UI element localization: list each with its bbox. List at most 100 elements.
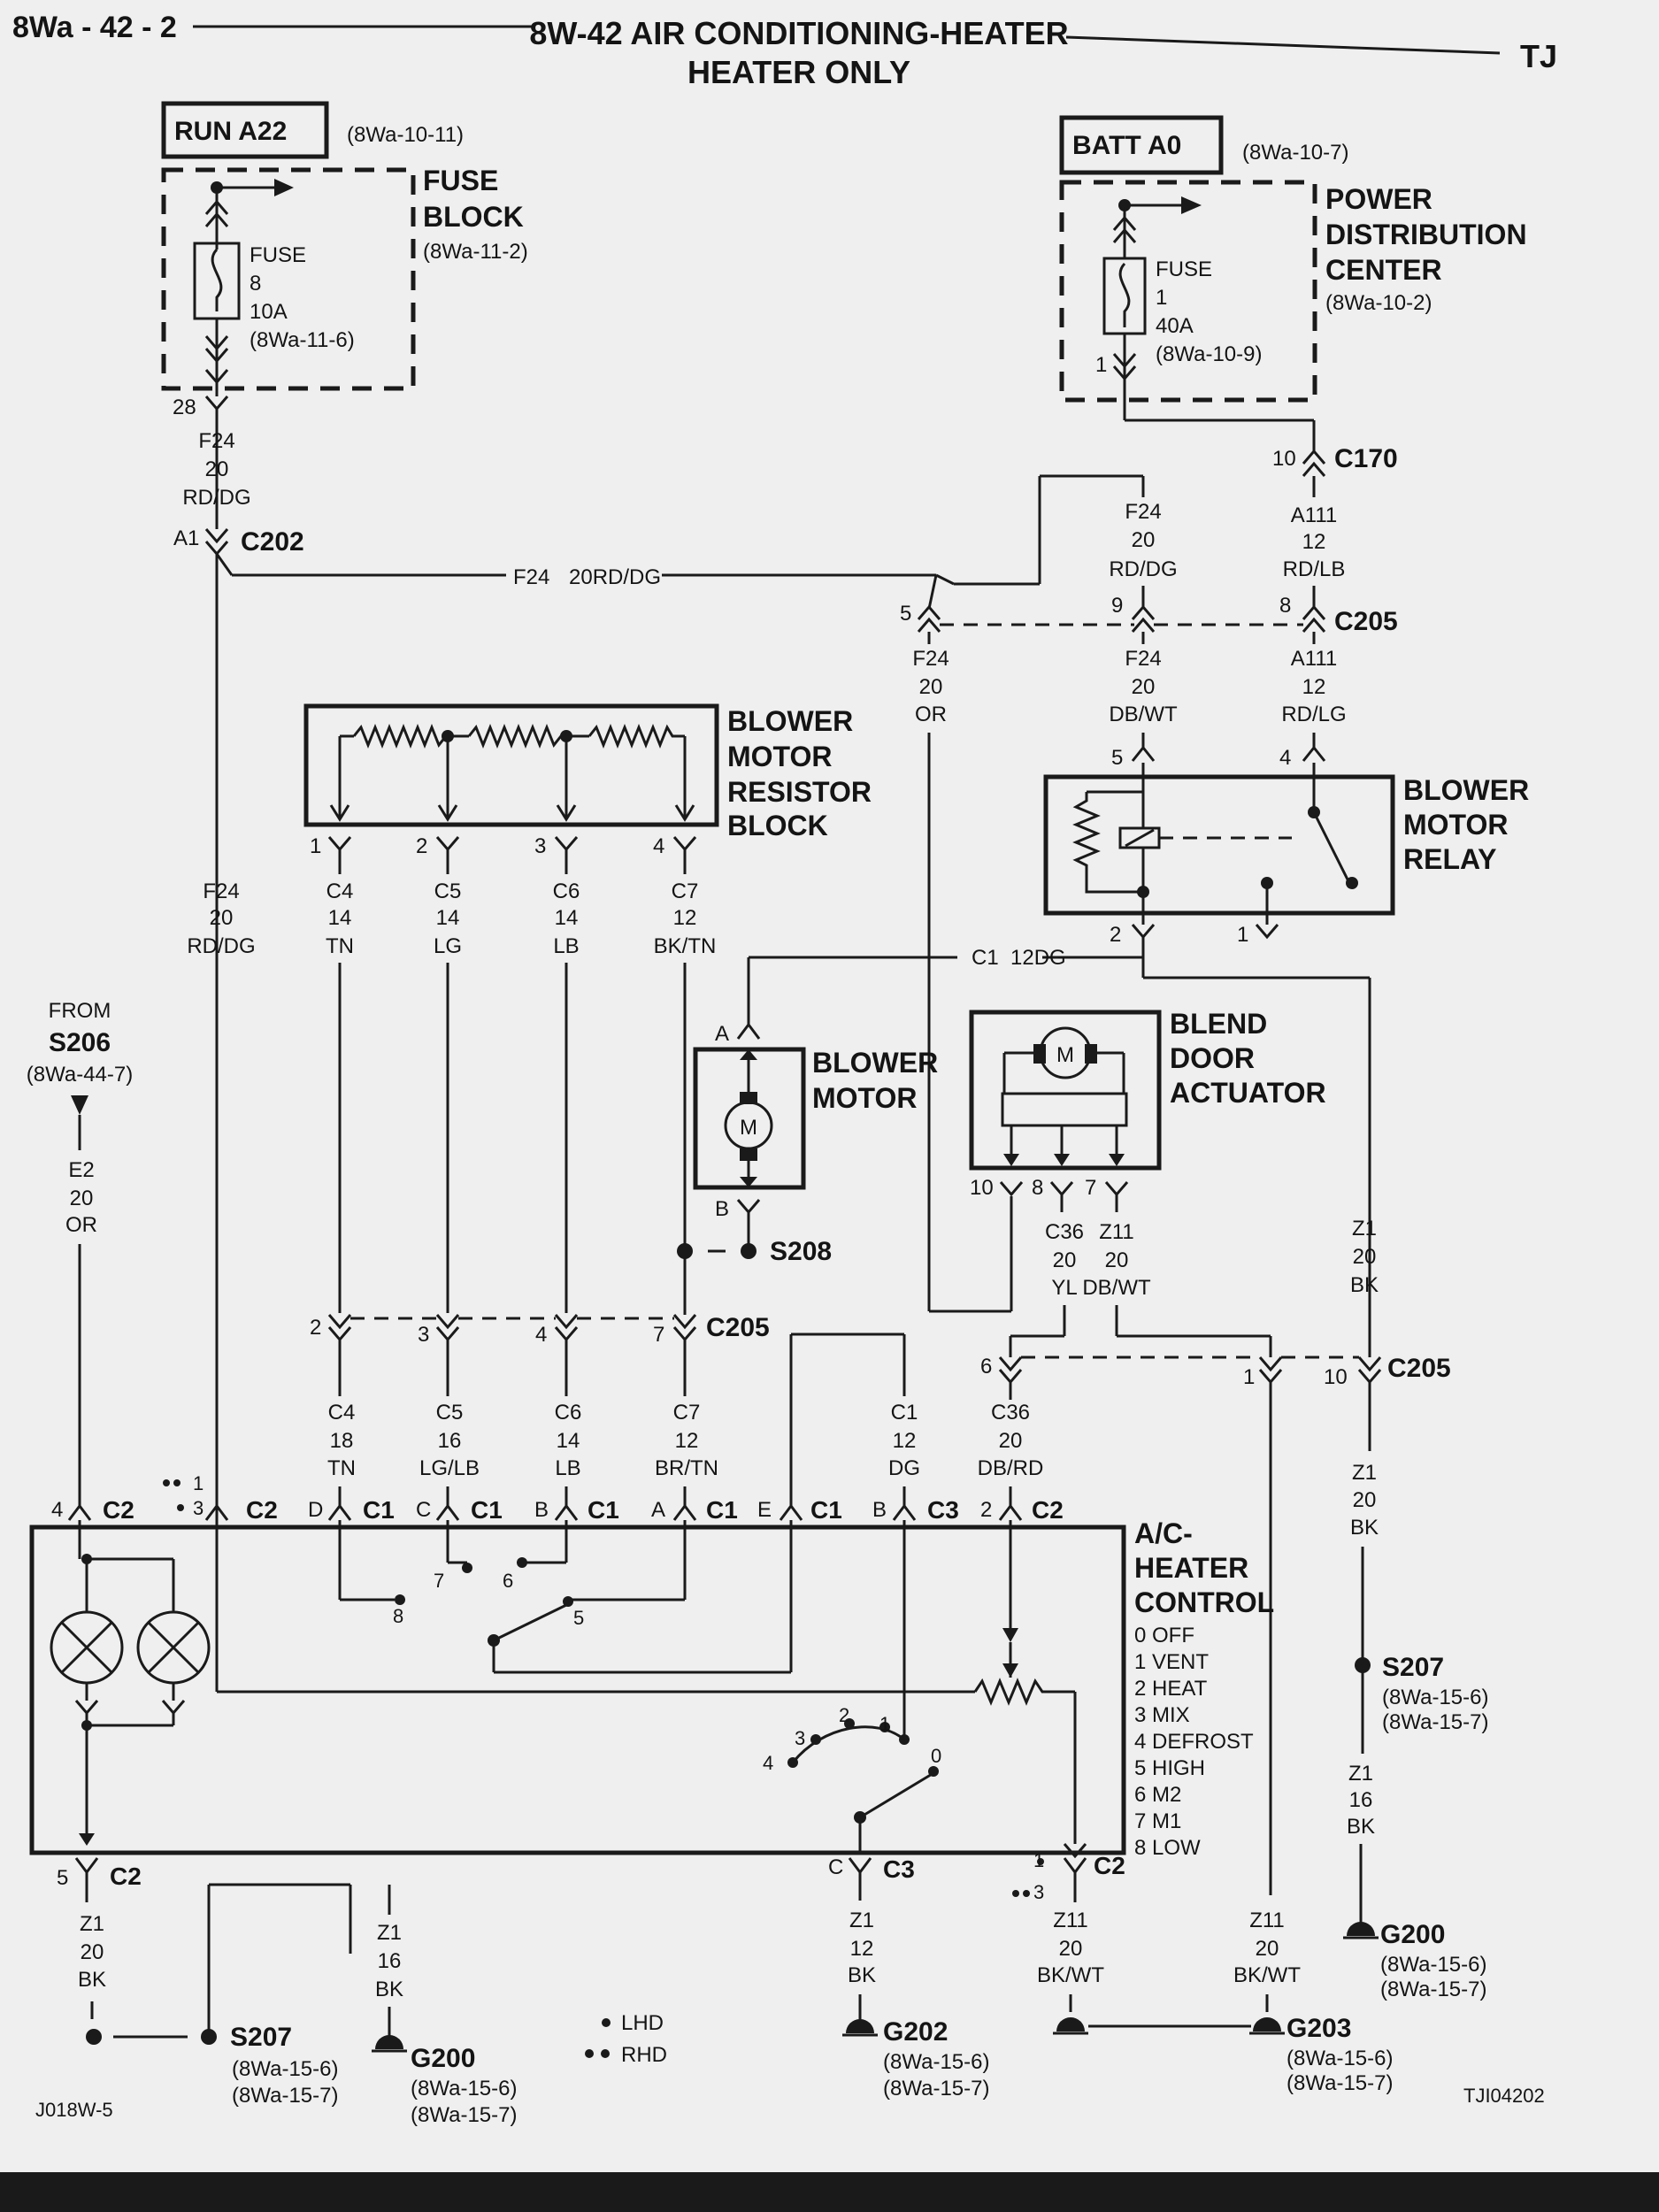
wire-label: C5 — [436, 1401, 464, 1425]
wire-label: C36 — [1045, 1220, 1084, 1244]
reference-label: (8Wa-15-6) — [232, 2057, 338, 2081]
mode-legend-1: 1 VENT — [1134, 1650, 1209, 1674]
legend-rhd: RHD — [621, 2043, 667, 2067]
ac-heater-control: 4 C2 1 3 C2 D C1 C C1 B C1 A C1 E C1 B C… — [29, 1472, 1274, 1903]
connector-c205-mid: C205 — [706, 1313, 770, 1342]
s206-ref: (8Wa-44-7) — [27, 1063, 133, 1087]
wire-label: Z11 — [1053, 1909, 1088, 1932]
fuse1-rating: 40A — [1156, 314, 1194, 338]
ground-g203: G203 — [1286, 2014, 1351, 2043]
wire-label: 12 — [893, 1429, 917, 1453]
pin-label: 9 — [1111, 594, 1123, 618]
wire-label: LG — [434, 934, 462, 958]
ground-g200-right: G200 — [1380, 1920, 1445, 1949]
pin-label: A — [715, 1022, 729, 1046]
reference-label: (8Wa-15-7) — [411, 2103, 517, 2127]
wire-label: BK — [848, 1963, 876, 1987]
wire-label: 20 — [1256, 1937, 1279, 1961]
wire-label: BK/WT — [1037, 1963, 1104, 1987]
wire-label: C7 — [673, 1401, 701, 1425]
pin-label: 4 — [1279, 746, 1291, 770]
connector-c2-e: C2 — [1094, 1852, 1125, 1879]
pin-label: B — [715, 1197, 729, 1221]
pin-label: 7 — [1085, 1176, 1096, 1200]
resistor-block-label: BLOWER — [727, 705, 853, 737]
wire-label: YL — [1051, 1276, 1077, 1300]
pin-label: 3 — [1033, 1881, 1044, 1903]
wire-label: C36 — [991, 1401, 1030, 1425]
reference-label: (8Wa-15-7) — [1380, 1978, 1486, 2001]
actuator-motor-symbol: M — [1056, 1043, 1074, 1067]
wire-label: 18 — [330, 1429, 354, 1453]
pin-label: 3 — [534, 834, 546, 858]
resistor-block-label-2: MOTOR — [727, 741, 833, 772]
pin-label: E — [757, 1498, 772, 1522]
blower-motor-label: BLOWER — [812, 1047, 938, 1079]
fuse8-number: 8 — [250, 272, 261, 296]
wire-label: 12 — [1302, 675, 1326, 699]
pin-label: 4 — [51, 1498, 63, 1522]
wire-label: 14 — [436, 906, 460, 930]
reference-label: (8Wa-15-7) — [883, 2077, 989, 2101]
wire-label: F24 — [203, 879, 239, 903]
wire-label: 20 — [919, 675, 943, 699]
pin-label: 2 — [980, 1498, 992, 1522]
wire-label: OR — [915, 703, 947, 726]
wire-label: DB/WT — [1082, 1276, 1151, 1300]
wire-label: BR/TN — [655, 1456, 718, 1480]
wire-label: LB — [555, 1456, 580, 1480]
pin-label: 5 — [1111, 746, 1123, 770]
wire-label: 20 — [70, 1187, 94, 1210]
wire-label: BK — [375, 1978, 403, 2001]
pin-label: 5 — [57, 1866, 68, 1890]
wire-label: E2 — [68, 1158, 94, 1182]
pin-label: 3 — [418, 1323, 429, 1347]
connector-c1: C1 — [810, 1496, 842, 1524]
fuse8-label: FUSE — [250, 243, 306, 267]
header: 8Wa - 42 - 2 8W-42 AIR CONDITIONING-HEAT… — [12, 11, 1557, 90]
wire-label: 20 — [1059, 1937, 1083, 1961]
reference-label: (8Wa-15-6) — [1380, 1953, 1486, 1977]
connector-c1: C1 — [363, 1496, 395, 1524]
wire-label: BK/TN — [654, 934, 717, 958]
wire-label: RD/DG — [182, 486, 250, 510]
c205-lower: 2 3 4 7 C205 C4 18 TN C5 16 LG/LB C6 14 … — [310, 1217, 1451, 1895]
blower-motor-relay-label: BLOWER — [1403, 774, 1529, 806]
pin-label: 2 — [310, 1316, 321, 1340]
mode-legend-0: 0 OFF — [1134, 1624, 1194, 1647]
wire-label: Z11 — [1099, 1220, 1134, 1244]
wire-label: C6 — [555, 1401, 582, 1425]
connector-c2-d: C2 — [110, 1863, 142, 1890]
fuse1-number: 1 — [1156, 286, 1167, 310]
wire-label: DB/RD — [978, 1456, 1044, 1480]
splice-s206: S206 — [49, 1028, 111, 1057]
pin-a1: A1 — [173, 526, 199, 550]
wire-label: BK — [1347, 1815, 1375, 1839]
reference-label: (8Wa-15-6) — [883, 2050, 989, 2074]
ac-heater-control-label: A/C- — [1134, 1517, 1193, 1549]
screen-bezel — [0, 2172, 1659, 2212]
pin-label: 4 — [763, 1752, 773, 1774]
run-a22-ref: (8Wa-10-11) — [347, 123, 464, 147]
page-ref: 8Wa - 42 - 2 — [12, 11, 177, 44]
ground-g200-left: G200 — [411, 2044, 475, 2073]
wire-label: F24 — [1125, 500, 1161, 524]
reference-label: (8Wa-15-6) — [411, 2077, 517, 2101]
wire-label: C4 — [326, 879, 354, 903]
pin-label: 1 — [1237, 923, 1248, 947]
pin-label: 5 — [573, 1607, 584, 1629]
blower-motor-relay-label-2: MOTOR — [1403, 809, 1509, 841]
blower-motor-relay: 5 4 BLOWER MOTOR RELAY 2 1 12DG C1 — [747, 745, 1529, 1221]
wire-label: 12 — [675, 1429, 699, 1453]
mode-legend-6: 6 M2 — [1134, 1783, 1181, 1807]
wire-label: F24 — [1125, 647, 1161, 671]
pin-label: C — [828, 1855, 843, 1879]
blend-door-actuator-label: BLEND — [1170, 1008, 1267, 1040]
blower-motor-relay-label-3: RELAY — [1403, 843, 1497, 875]
c205-upper: F24 20 RD/DG 5 9 8 C205 F24 20 OR F24 20… — [900, 474, 1398, 1313]
splice-s207-right: S207 — [1382, 1653, 1444, 1682]
page-title: 8W-42 AIR CONDITIONING-HEATER — [529, 15, 1068, 51]
pin-label: 2 — [1110, 923, 1121, 947]
vehicle-code: TJ — [1520, 38, 1557, 74]
ground-g202: G202 — [883, 2017, 948, 2047]
